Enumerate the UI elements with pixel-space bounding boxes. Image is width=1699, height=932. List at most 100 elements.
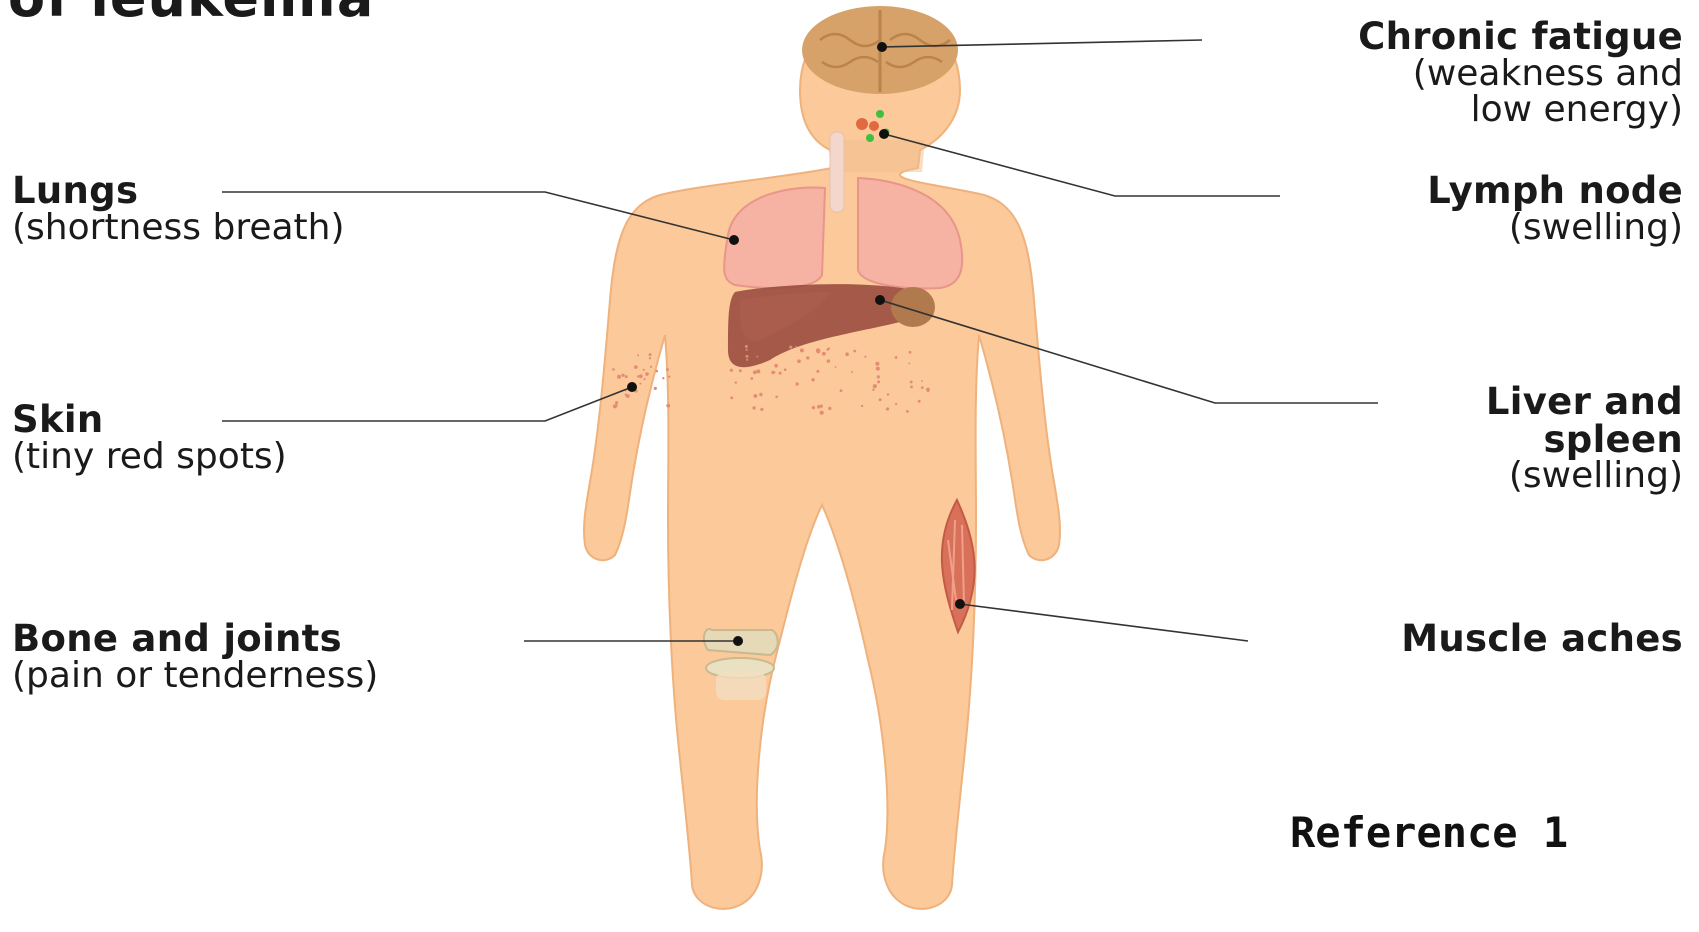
red-spot xyxy=(639,383,641,385)
red-spot xyxy=(886,407,889,410)
label-chronic-fatigue: Chronic fatigue (weakness and low energy… xyxy=(1358,18,1683,129)
red-spot xyxy=(840,389,843,392)
red-spot xyxy=(754,394,758,398)
label-bone-joints: Bone and joints (pain or tenderness) xyxy=(12,620,378,694)
red-spot xyxy=(746,359,748,361)
red-spot xyxy=(910,381,913,384)
red-spot xyxy=(654,387,657,390)
red-spot xyxy=(851,371,853,373)
red-spot xyxy=(853,350,856,353)
red-spot xyxy=(615,401,618,404)
label-title: spleen xyxy=(1486,421,1683,459)
red-spot xyxy=(662,377,664,379)
red-spot xyxy=(639,374,643,378)
red-spot xyxy=(826,348,829,351)
body-shape xyxy=(584,8,1060,909)
spleen xyxy=(891,287,935,327)
red-spot xyxy=(626,394,630,398)
red-spot xyxy=(756,369,760,373)
red-spot xyxy=(845,352,849,356)
label-title: Skin xyxy=(12,401,287,439)
red-spot xyxy=(918,400,921,403)
red-spot xyxy=(643,369,645,371)
label-title: Muscle aches xyxy=(1401,620,1683,658)
red-spot xyxy=(774,371,776,373)
red-spot xyxy=(625,375,628,378)
red-spot xyxy=(756,356,758,358)
red-spot xyxy=(645,372,649,376)
label-subtitle: (shortness breath) xyxy=(12,210,345,247)
red-spot xyxy=(796,382,799,385)
red-spot xyxy=(828,407,831,410)
red-spot xyxy=(835,366,837,368)
label-subtitle: (pain or tenderness) xyxy=(12,658,378,695)
red-spot xyxy=(797,359,801,363)
neck-shading xyxy=(835,140,925,172)
red-spot xyxy=(927,390,929,392)
red-spot xyxy=(668,376,670,378)
red-spot xyxy=(895,356,898,359)
red-spot xyxy=(617,375,621,379)
red-spot xyxy=(877,375,880,378)
red-spot xyxy=(827,359,830,362)
label-subtitle: low energy) xyxy=(1358,92,1683,129)
red-spot xyxy=(789,346,792,349)
red-spot xyxy=(730,397,733,400)
red-spot xyxy=(816,370,819,373)
label-lymph-node: Lymph node (swelling) xyxy=(1427,172,1683,246)
red-spot xyxy=(800,348,804,352)
reference-label: Reference 1 xyxy=(1290,808,1568,857)
red-spot xyxy=(759,393,762,396)
red-spot xyxy=(921,380,923,382)
red-spot xyxy=(760,408,763,411)
label-liver-spleen: Liver and spleen (swelling) xyxy=(1486,383,1683,495)
label-title: Lungs xyxy=(12,172,345,210)
label-title: Chronic fatigue xyxy=(1358,18,1683,56)
label-title: Lymph node xyxy=(1427,172,1683,210)
label-skin: Skin (tiny red spots) xyxy=(12,401,287,475)
red-spot xyxy=(649,357,651,359)
red-spot xyxy=(873,384,877,388)
red-spot xyxy=(739,369,742,372)
red-spot xyxy=(666,404,670,408)
red-spot xyxy=(784,368,787,371)
red-spot xyxy=(811,378,814,381)
red-spot xyxy=(877,380,880,383)
red-spot xyxy=(909,351,912,354)
red-spot xyxy=(745,345,748,348)
red-spot xyxy=(735,381,737,383)
red-spot xyxy=(752,406,755,409)
red-spot xyxy=(649,353,652,356)
label-subtitle: (swelling) xyxy=(1486,458,1683,495)
red-spot xyxy=(650,366,652,368)
leader-muscle xyxy=(960,604,1248,641)
label-subtitle: (weakness and xyxy=(1358,56,1683,93)
red-spot xyxy=(822,352,826,356)
red-spot xyxy=(887,393,889,395)
red-spot xyxy=(750,377,753,380)
red-spot xyxy=(634,365,638,369)
red-spot xyxy=(779,372,782,375)
red-spot xyxy=(876,367,880,371)
red-spot xyxy=(637,375,639,377)
trachea xyxy=(830,132,844,212)
red-spot xyxy=(861,405,863,407)
red-spot xyxy=(615,404,617,406)
red-spot xyxy=(795,346,797,348)
label-title: Bone and joints xyxy=(12,620,378,658)
red-spot xyxy=(895,403,897,405)
red-spot xyxy=(643,378,645,380)
red-spot xyxy=(774,364,778,368)
red-spot xyxy=(621,374,624,377)
red-spot xyxy=(879,398,882,401)
red-spot xyxy=(817,405,821,409)
red-spot xyxy=(908,363,910,365)
red-spot xyxy=(820,411,824,415)
red-spot xyxy=(746,349,748,351)
red-spot xyxy=(753,370,757,374)
red-spot xyxy=(816,348,820,352)
body-silhouette xyxy=(584,8,1060,909)
red-spot xyxy=(910,386,913,389)
label-subtitle: (swelling) xyxy=(1427,210,1683,247)
red-spot xyxy=(775,396,778,399)
